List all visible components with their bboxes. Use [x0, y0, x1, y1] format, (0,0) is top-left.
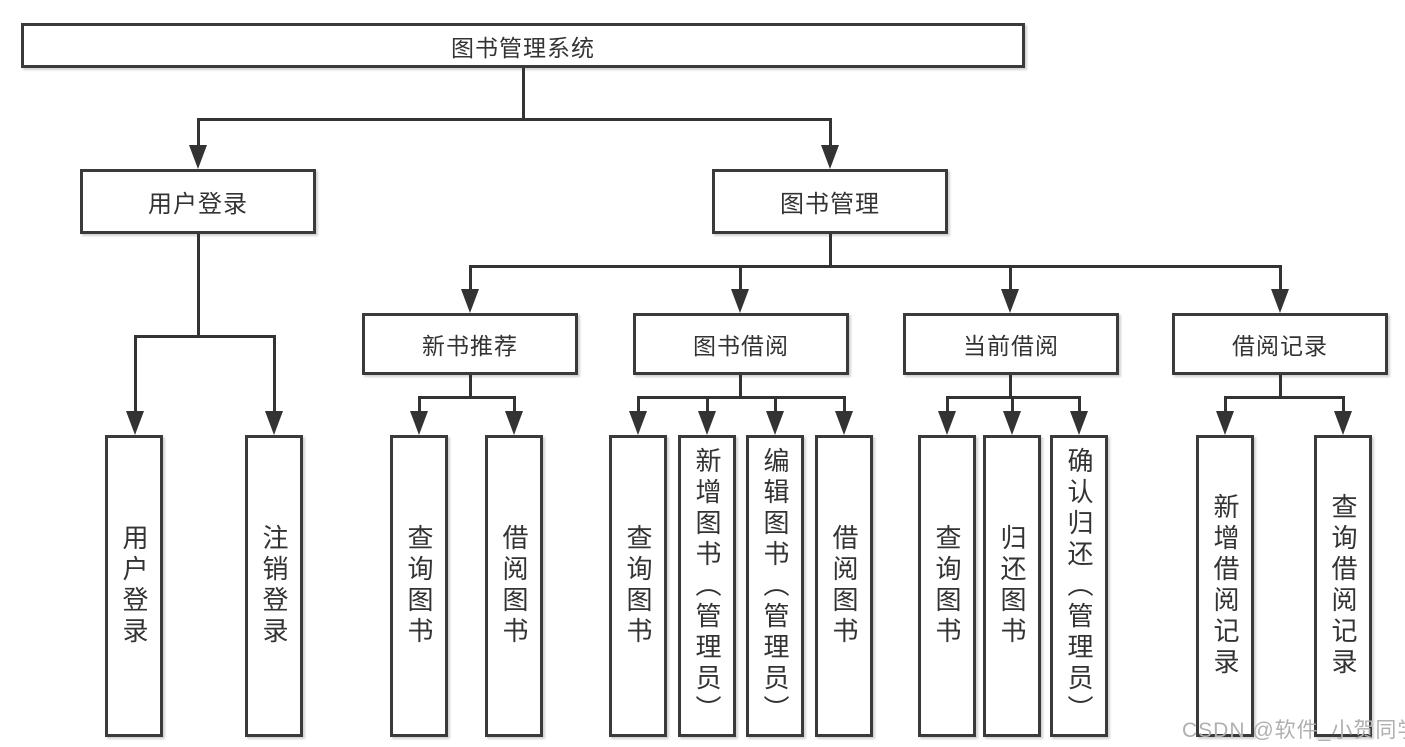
node-library-system: 图书管理系统 [21, 23, 1025, 68]
connector-currentborrow-vline [1008, 375, 1012, 398]
connector-root-shaft-right [828, 120, 832, 150]
node-library-system-label: 图书管理系统 [451, 34, 595, 61]
connector-newbook-shaft-1 [417, 398, 421, 413]
arrowhead-down-icon [629, 411, 647, 435]
arrowhead-down-icon [410, 411, 428, 435]
leaf-add-borrow-record-label: 新增借阅记录 [1210, 493, 1240, 679]
arrowhead-down-icon [505, 411, 523, 435]
connector-borrowrecords-shaft-2 [1341, 398, 1345, 413]
connector-newbook-shaft-2 [512, 398, 516, 413]
connector-userlogin-shaft-1 [133, 337, 137, 413]
leaf-confirm-return-admin-label: 确认归还（管理员） [1064, 446, 1094, 726]
arrowhead-down-icon [1001, 289, 1019, 313]
connector-bookmgmt-hline [468, 265, 1282, 268]
leaf-user-login: 用户登录 [105, 435, 163, 737]
connector-borrowrecords-shaft-1 [1223, 398, 1227, 413]
arrowhead-down-icon [1070, 411, 1088, 435]
connector-bookborrow-vline [738, 375, 742, 398]
arrowhead-down-icon [698, 411, 716, 435]
connector-newbook-hline [417, 396, 516, 399]
node-current-borrow-label: 当前借阅 [963, 333, 1059, 359]
connector-bookmgmt-shaft-3 [1008, 267, 1012, 292]
node-new-book-recommend: 新书推荐 [362, 313, 578, 375]
leaf-add-book-admin-label: 新增图书（管理员） [692, 446, 722, 726]
connector-root-vline [521, 68, 525, 121]
connector-borrowrecords-vline [1278, 375, 1282, 398]
connector-currentborrow-shaft-2 [1010, 398, 1014, 413]
connector-currentborrow-shaft-1 [945, 398, 949, 413]
arrowhead-down-icon [938, 411, 956, 435]
node-book-management: 图书管理 [712, 169, 948, 234]
node-book-borrow: 图书借阅 [633, 313, 849, 375]
connector-newbook-vline [468, 375, 472, 398]
leaf-logout-label: 注销登录 [259, 524, 289, 648]
leaf-query-books-recommend-label: 查询图书 [404, 524, 434, 648]
arrowhead-down-icon [821, 145, 839, 169]
connector-root-hline [196, 118, 832, 121]
connector-currentborrow-hline [945, 396, 1081, 399]
connector-userlogin-hline [133, 335, 276, 338]
leaf-query-books-recommend: 查询图书 [390, 435, 448, 737]
connector-borrowrecords-hline [1223, 396, 1345, 399]
connector-bookmgmt-shaft-4 [1278, 267, 1282, 292]
leaf-query-books-borrow: 查询图书 [609, 435, 667, 737]
arrowhead-down-icon [126, 411, 144, 435]
leaf-borrow-books-recommend: 借阅图书 [485, 435, 543, 737]
leaf-add-book-admin: 新增图书（管理员） [678, 435, 736, 737]
leaf-query-borrow-record-label: 查询借阅记录 [1328, 493, 1358, 679]
node-borrow-records-label: 借阅记录 [1232, 333, 1328, 359]
leaf-return-book: 归还图书 [983, 435, 1041, 737]
leaf-borrow-books-label: 借阅图书 [829, 524, 859, 648]
leaf-edit-book-admin: 编辑图书（管理员） [746, 435, 804, 737]
node-user-login-label: 用户登录 [148, 191, 248, 218]
leaf-query-books-current-label: 查询图书 [932, 524, 962, 648]
node-book-management-label: 图书管理 [780, 191, 880, 218]
connector-userlogin-shaft-2 [272, 337, 276, 413]
csdn-watermark: CSDN @软件_小贺同学 [1182, 719, 1405, 742]
leaf-user-login-label: 用户登录 [119, 524, 149, 648]
node-borrow-records: 借阅记录 [1172, 313, 1388, 375]
arrowhead-down-icon [1216, 411, 1234, 435]
leaf-query-books-current: 查询图书 [918, 435, 976, 737]
node-user-login: 用户登录 [80, 169, 316, 234]
leaf-query-books-borrow-label: 查询图书 [623, 524, 653, 648]
arrowhead-down-icon [1271, 289, 1289, 313]
connector-bookmgmt-shaft-1 [468, 267, 472, 292]
connector-bookborrow-shaft-2 [705, 398, 709, 413]
arrowhead-down-icon [766, 411, 784, 435]
leaf-edit-book-admin-label: 编辑图书（管理员） [760, 446, 790, 726]
connector-userlogin-vline [196, 234, 200, 337]
node-new-book-recommend-label: 新书推荐 [422, 333, 518, 359]
arrowhead-down-icon [1334, 411, 1352, 435]
connector-bookmgmt-vline [828, 234, 832, 267]
leaf-return-book-label: 归还图书 [997, 524, 1027, 648]
node-current-borrow: 当前借阅 [903, 313, 1119, 375]
connector-bookborrow-shaft-3 [773, 398, 777, 413]
connector-bookmgmt-shaft-2 [738, 267, 742, 292]
connector-currentborrow-shaft-3 [1077, 398, 1081, 413]
connector-root-shaft-left [196, 120, 200, 150]
leaf-confirm-return-admin: 确认归还（管理员） [1050, 435, 1108, 737]
arrowhead-down-icon [731, 289, 749, 313]
arrowhead-down-icon [1003, 411, 1021, 435]
arrowhead-down-icon [461, 289, 479, 313]
leaf-borrow-books: 借阅图书 [815, 435, 873, 737]
leaf-add-borrow-record: 新增借阅记录 [1196, 435, 1254, 737]
arrowhead-down-icon [265, 411, 283, 435]
connector-bookborrow-hline [636, 396, 846, 399]
leaf-query-borrow-record: 查询借阅记录 [1314, 435, 1372, 737]
node-book-borrow-label: 图书借阅 [693, 333, 789, 359]
leaf-logout: 注销登录 [245, 435, 303, 737]
connector-bookborrow-shaft-4 [842, 398, 846, 413]
leaf-borrow-books-recommend-label: 借阅图书 [499, 524, 529, 648]
arrowhead-down-icon [189, 145, 207, 169]
connector-bookborrow-shaft-1 [636, 398, 640, 413]
arrowhead-down-icon [835, 411, 853, 435]
